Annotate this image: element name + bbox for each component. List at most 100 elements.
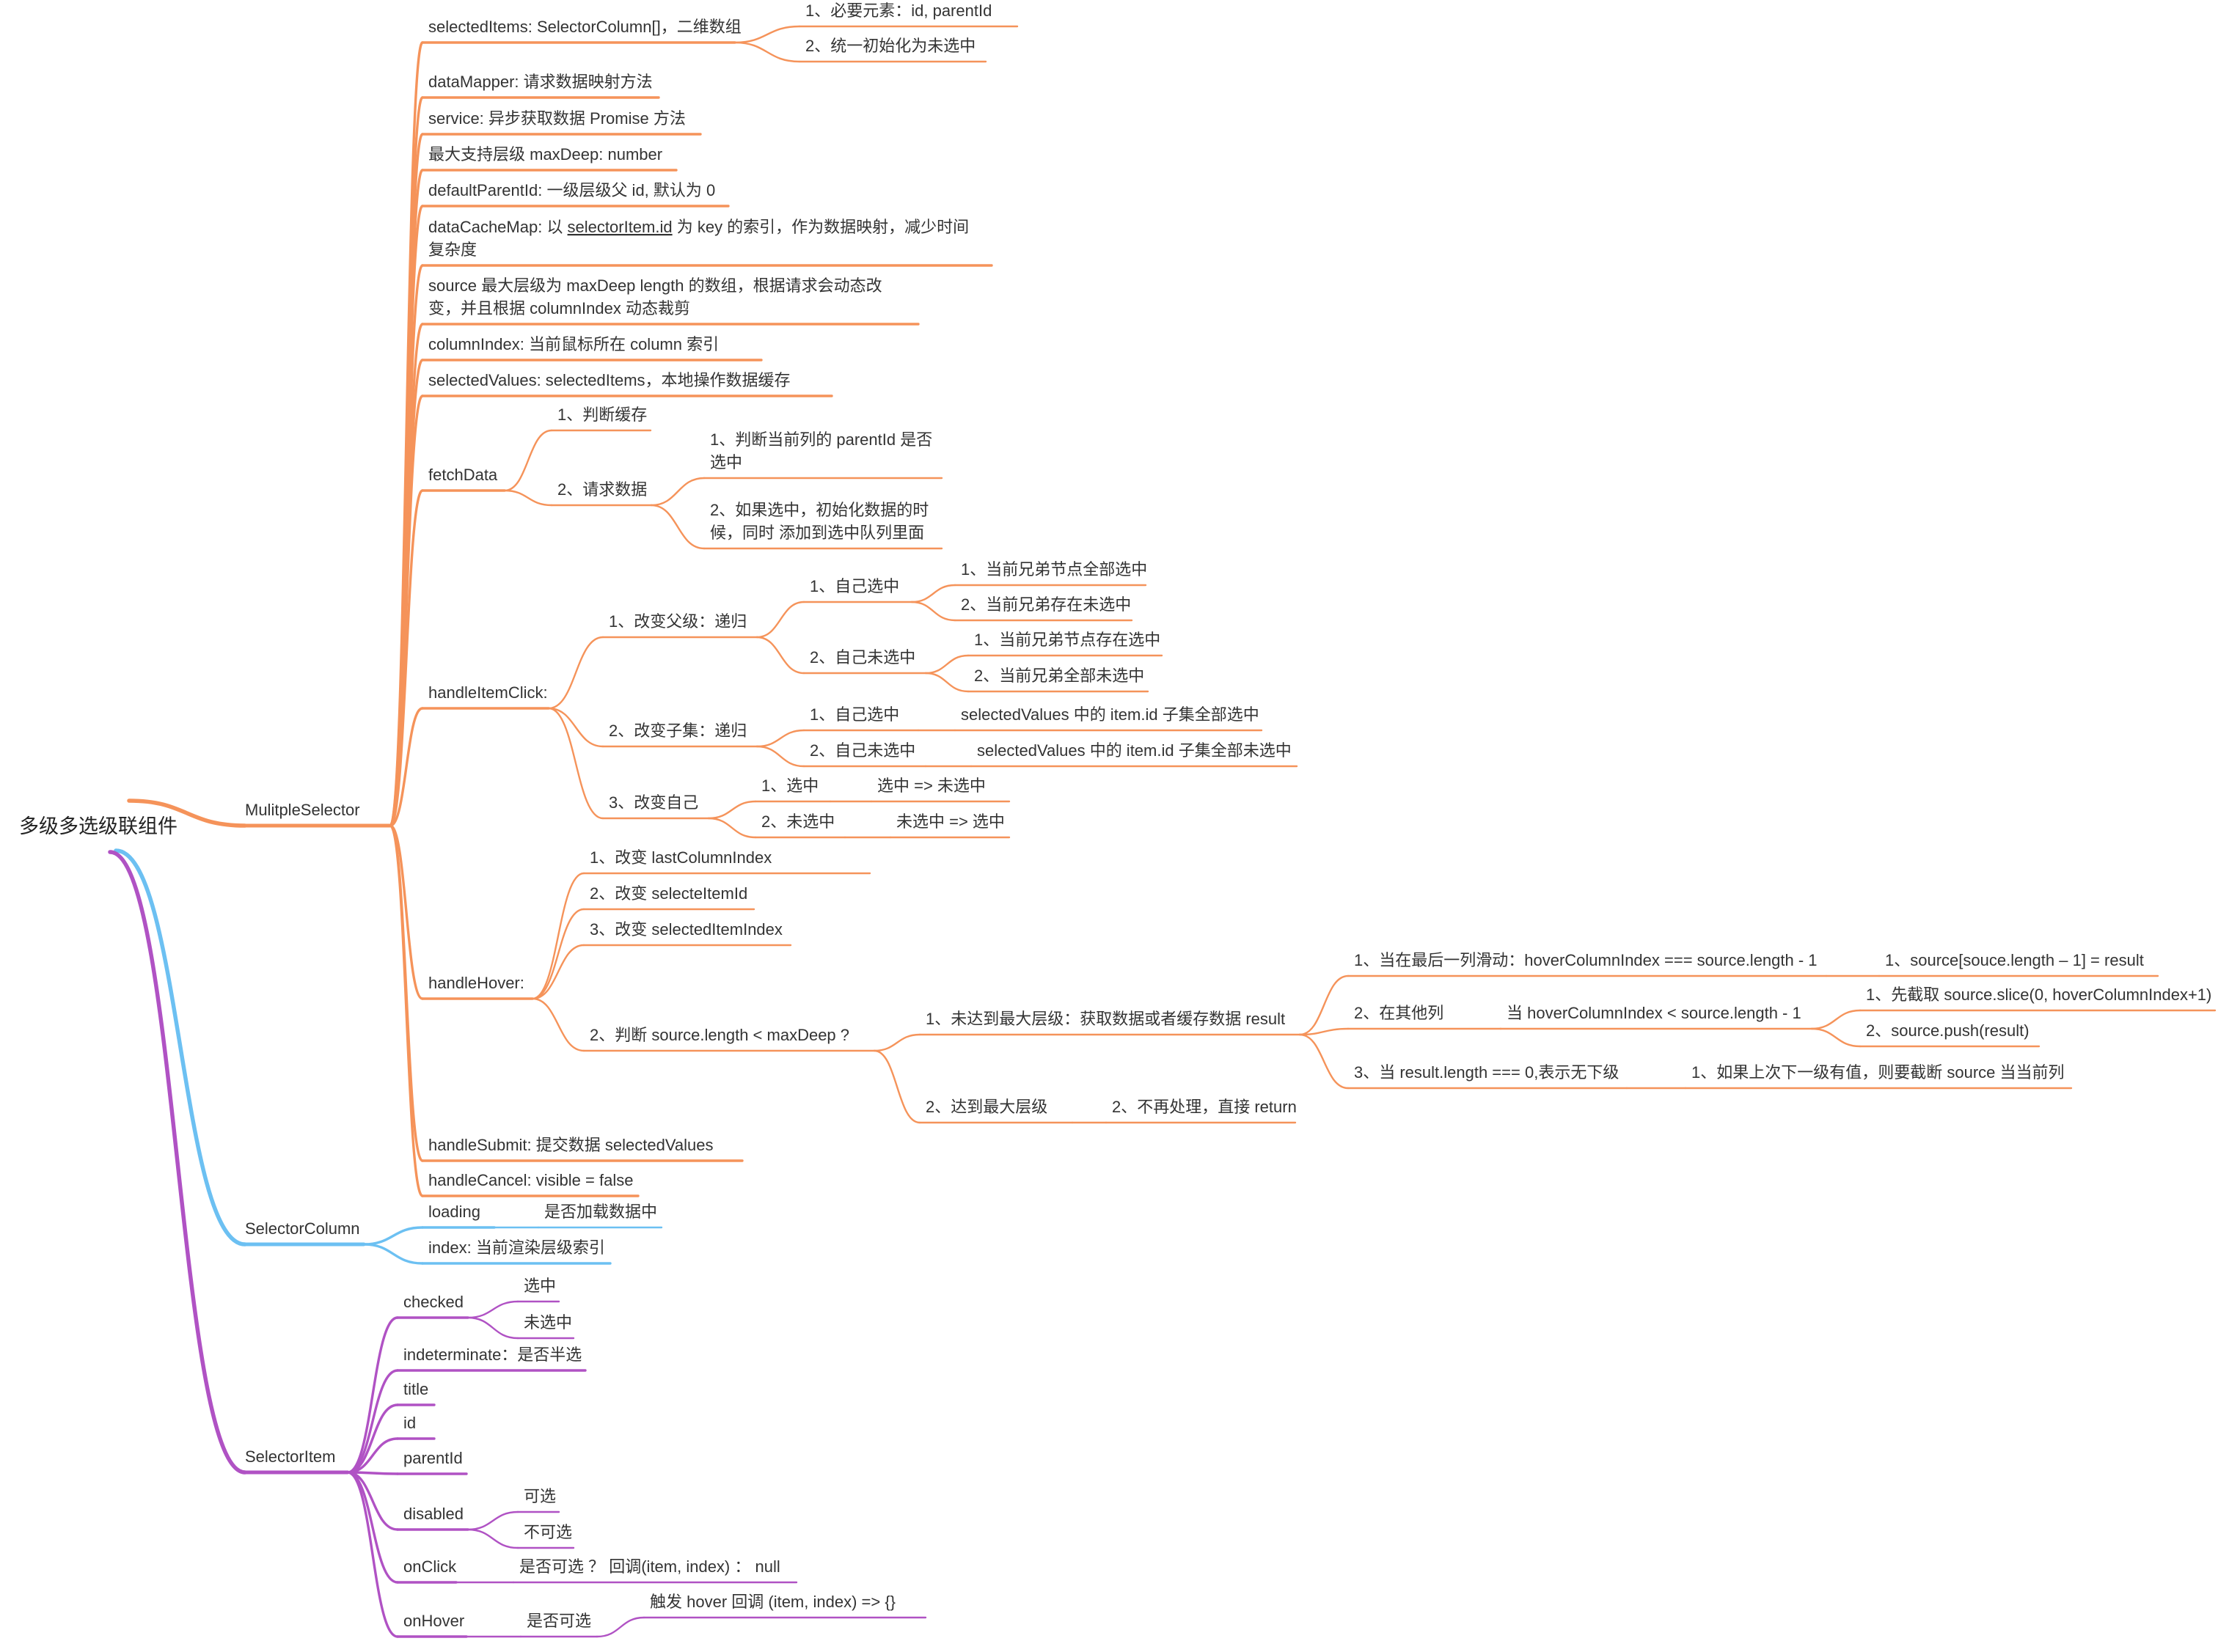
branch-label: SelectorItem bbox=[245, 1447, 336, 1466]
node-label: onHover bbox=[403, 1612, 464, 1630]
connector-0-10-2 bbox=[547, 707, 604, 820]
connector-0-10-0-0-1 bbox=[910, 601, 956, 622]
connector-2-5 bbox=[346, 1471, 399, 1531]
node-label: 1、选中 bbox=[761, 777, 819, 795]
connector-0-13 bbox=[389, 824, 424, 1197]
node-label: 触发 hover 回调 (item, index) => {} bbox=[650, 1593, 896, 1611]
node-label: 2、改变 selecteItemId bbox=[590, 884, 747, 903]
connector-0-10-0-1 bbox=[755, 636, 805, 675]
node-label: 2、达到最大层级 bbox=[926, 1098, 1047, 1116]
node-label: dataMapper: 请求数据映射方法 bbox=[428, 73, 653, 91]
node-label: handleSubmit: 提交数据 selectedValues bbox=[428, 1136, 713, 1154]
connector-0-10-0-0-0 bbox=[910, 584, 956, 603]
node-label: 1、改变父级：递归 bbox=[609, 612, 747, 631]
branch-label: SelectorColumn bbox=[245, 1219, 360, 1238]
node-label: 1、未达到最大层级：获取数据或者缓存数据 result bbox=[926, 1010, 1285, 1028]
connector-2-2 bbox=[346, 1403, 399, 1474]
node-label: 复杂度 bbox=[428, 241, 477, 259]
connector-0-11-3-0 bbox=[873, 1033, 921, 1052]
node-label: 1、改变 lastColumnIndex bbox=[590, 848, 772, 867]
connector-0-11-3-0-0 bbox=[1298, 974, 1350, 1036]
node-label: indeterminate：是否半选 bbox=[403, 1346, 582, 1364]
connector-0-10-2-1 bbox=[707, 817, 757, 839]
connector-0-10 bbox=[389, 707, 424, 827]
node-label: 3、当 result.length === 0,表示无下级 bbox=[1354, 1063, 1619, 1082]
connector-0-10-0-1-0 bbox=[924, 654, 970, 675]
node-label: defaultParentId: 一级层级父 id, 默认为 0 bbox=[428, 181, 715, 199]
node-label: 1、必要元素：id, parentId bbox=[805, 1, 992, 20]
mindmap-connectors bbox=[108, 25, 2217, 1638]
connector-0-11-3-0-1-0-0 bbox=[1810, 1009, 1862, 1030]
node-label: 变，并且根据 columnIndex 动态裁剪 bbox=[428, 299, 690, 317]
node-label: 1、判断缓存 bbox=[557, 405, 647, 424]
node-label: 3、改变 selectedItemIndex bbox=[590, 920, 783, 939]
connector-0-11-3 bbox=[531, 997, 585, 1052]
node-label: 是否可选 bbox=[527, 1612, 591, 1630]
connector-0-9-1-1 bbox=[650, 504, 706, 550]
node-label: selectedValues 中的 item.id 子集全部未选中 bbox=[977, 741, 1292, 760]
connector-0-11-2 bbox=[531, 944, 585, 1000]
node-label: dataCacheMap: 以 selectorItem.id 为 key 的索… bbox=[428, 218, 969, 236]
root-topic: 多级多选级联组件 bbox=[19, 815, 177, 837]
node-label: 候，同时 添加到选中队列里面 bbox=[710, 524, 924, 542]
node-label: 1、如果上次下一级有值，则要截断 source 当当前列 bbox=[1691, 1063, 2065, 1082]
node-label: 可选 bbox=[524, 1487, 556, 1505]
node-label: handleHover: bbox=[428, 974, 524, 992]
node-label: 1、source[souce.length – 1] = result bbox=[1885, 951, 2144, 969]
node-label: 当 hoverColumnIndex < source.length - 1 bbox=[1507, 1004, 1801, 1022]
connector-0-11-3-0-1 bbox=[1298, 1027, 1350, 1036]
connector-0-11-0 bbox=[531, 872, 585, 1000]
node-label: 1、先截取 source.slice(0, hoverColumnIndex+1… bbox=[1866, 985, 2211, 1004]
node-label: selectedItems: SelectorColumn[]，二维数组 bbox=[428, 18, 742, 36]
connector-2-5-1 bbox=[466, 1528, 519, 1549]
connector-0-10-1-1 bbox=[755, 745, 805, 768]
node-label: 2、自己未选中 bbox=[810, 741, 915, 760]
node-label: checked bbox=[403, 1293, 464, 1311]
node-label: 2、当前兄弟全部未选中 bbox=[974, 667, 1144, 685]
node-label: service: 异步获取数据 Promise 方法 bbox=[428, 109, 686, 128]
node-label: 2、source.push(result) bbox=[1866, 1021, 2029, 1040]
connector-0-11-3-1 bbox=[873, 1049, 921, 1124]
connector-0-9-1-0 bbox=[650, 477, 706, 507]
node-label: index: 当前渲染层级索引 bbox=[428, 1238, 605, 1257]
connector-1-1 bbox=[362, 1243, 424, 1265]
node-label: source 最大层级为 maxDeep length 的数组，根据请求会动态改 bbox=[428, 276, 882, 295]
node-label: 最大支持层级 maxDeep: number bbox=[428, 145, 662, 164]
node-label: 选中 => 未选中 bbox=[877, 777, 986, 795]
connector-2-0-0 bbox=[466, 1300, 519, 1319]
connector-0-9-0 bbox=[503, 429, 553, 492]
branch-label: MulitpleSelector bbox=[245, 801, 360, 819]
node-label: fetchData bbox=[428, 466, 498, 484]
node-label: 2、统一初始化为未选中 bbox=[805, 37, 976, 55]
connector-0-10-2-0 bbox=[707, 800, 757, 820]
node-label: columnIndex: 当前鼠标所在 column 索引 bbox=[428, 335, 719, 353]
branch-connector-sc bbox=[114, 848, 247, 1247]
node-label: 2、自己未选中 bbox=[810, 648, 915, 667]
connector-0-0-1 bbox=[733, 41, 801, 63]
connector-0-10-1-0 bbox=[755, 729, 805, 748]
branch-connector-si bbox=[108, 850, 247, 1475]
link-text: selectorItem.id bbox=[568, 218, 673, 236]
connector-2-0-1 bbox=[466, 1316, 519, 1340]
node-label: 1、当前兄弟节点全部选中 bbox=[961, 560, 1147, 579]
node-label: selectedValues 中的 item.id 子集全部选中 bbox=[961, 705, 1259, 724]
node-label: 2、不再处理，直接 return bbox=[1112, 1098, 1297, 1116]
node-label: 是否加载数据中 bbox=[544, 1203, 657, 1221]
connector-0-10-0-1-1 bbox=[924, 672, 970, 693]
node-label: 是否可选 ？ 回调(item, index) ： null bbox=[519, 1557, 780, 1576]
node-label: 选中 bbox=[524, 1277, 556, 1295]
node-label: 选中 bbox=[710, 453, 742, 471]
node-label: handleCancel: visible = false bbox=[428, 1171, 633, 1189]
node-label: 3、改变自己 bbox=[609, 793, 698, 812]
node-label: 1、当前兄弟节点存在选中 bbox=[974, 631, 1160, 649]
node-label: 2、判断 source.length < maxDeep ? bbox=[590, 1026, 849, 1044]
connector-2-0 bbox=[346, 1316, 399, 1474]
connector-2-5-0 bbox=[466, 1510, 519, 1531]
node-label: 2、当前兄弟存在未选中 bbox=[961, 595, 1131, 614]
node-label: 2、在其他列 bbox=[1354, 1004, 1443, 1022]
connector-0-11-3-0-2 bbox=[1298, 1033, 1350, 1090]
connector-0-10-0-0 bbox=[755, 601, 805, 639]
node-label: title bbox=[403, 1380, 428, 1398]
